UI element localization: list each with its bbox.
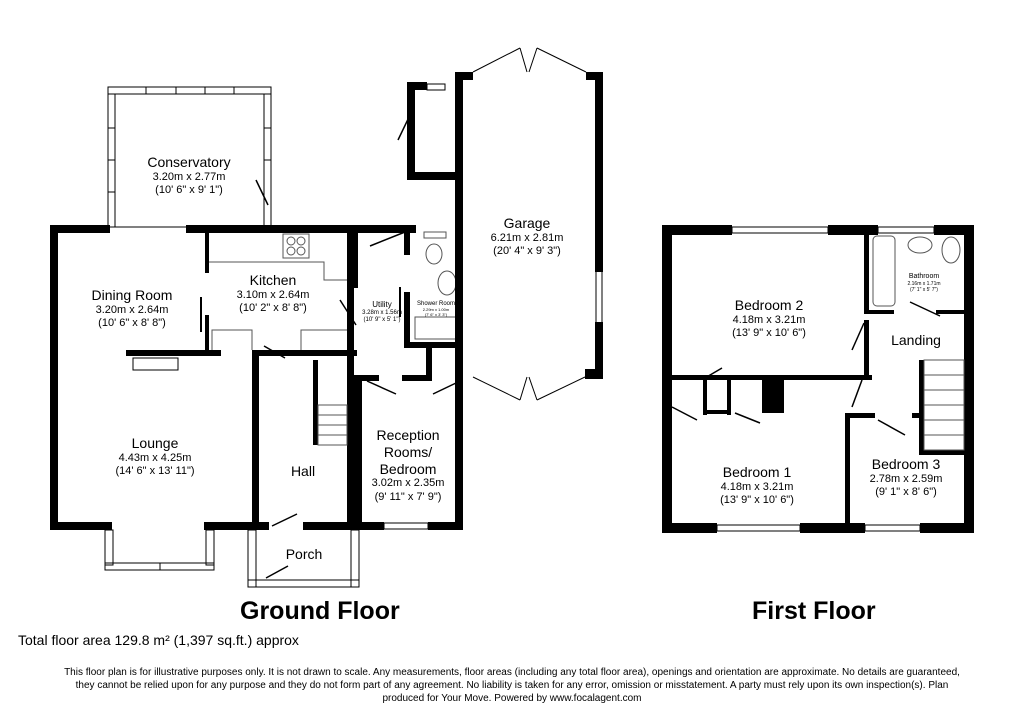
room-name: Hall	[290, 463, 316, 479]
room-dimensions-imperial: (7' 6" x 3' 3")	[424, 311, 448, 317]
room-name: Kitchen	[249, 272, 297, 288]
room-dimensions-metric: 2.78m x 2.59m	[869, 472, 943, 485]
room-dimensions-metric: 3.20m x 2.77m	[152, 170, 226, 183]
room-name: Bedroom 1	[722, 464, 792, 480]
room-dimensions-metric: 4.43m x 4.25m	[118, 451, 192, 464]
room-dimensions-imperial: (14' 6" x 13' 11")	[115, 464, 195, 477]
room-dimensions-imperial: (10' 9" x 5' 1")	[363, 316, 401, 323]
room-dimensions-metric: 4.18m x 3.21m	[720, 480, 794, 493]
total-floor-area: Total floor area 129.8 m² (1,397 sq.ft.)…	[18, 632, 299, 648]
room-label-reception-bedroom: Reception Rooms/ Bedroom 3.02m x 2.35m (…	[372, 427, 445, 504]
room-label-bedroom-1: Bedroom 1 4.18m x 3.21m (13' 9" x 10' 6"…	[720, 464, 794, 507]
room-name-line-1: Reception	[376, 427, 440, 443]
room-name: Utility	[372, 300, 392, 309]
room-dimensions-imperial: (10' 2" x 8' 8")	[239, 301, 307, 314]
room-name: Bedroom 2	[734, 297, 804, 313]
first-floor-plan	[662, 225, 974, 533]
room-label-porch: Porch	[286, 546, 323, 563]
room-label-bedroom-3: Bedroom 3 2.78m x 2.59m (9' 1" x 8' 6")	[870, 456, 943, 499]
room-label-shower-room: Shower Room 2.29m x 1.00m (7' 6" x 3' 3"…	[417, 301, 455, 318]
room-dimensions-metric: 3.02m x 2.35m	[371, 477, 445, 490]
room-dimensions-imperial: (13' 9" x 10' 6")	[732, 326, 806, 339]
room-name-line-2: Rooms/	[383, 443, 433, 460]
disclaimer-line-3: produced for Your Move. Powered by www.f…	[382, 693, 642, 704]
room-label-hall: Hall	[291, 463, 315, 480]
disclaimer-line-2: they cannot be relied upon for any purpo…	[75, 680, 949, 691]
room-label-bathroom: Bathroom 2.16m x 1.71m (7' 1" x 5' 7")	[907, 273, 940, 293]
room-name: Lounge	[131, 435, 179, 451]
room-dimensions-imperial: (9' 11" x 7' 9")	[374, 490, 442, 503]
room-dimensions-metric: 2.16m x 1.71m	[907, 281, 941, 288]
room-name: Porch	[285, 546, 323, 562]
room-label-landing: Landing	[891, 332, 941, 349]
disclaimer: This floor plan is for illustrative purp…	[0, 666, 1024, 705]
room-label-lounge: Lounge 4.43m x 4.25m (14' 6" x 13' 11")	[115, 435, 194, 478]
room-dimensions-imperial: (10' 6" x 9' 1")	[155, 183, 223, 196]
room-dimensions-metric: 6.21m x 2.81m	[490, 231, 564, 244]
room-dimensions-imperial: (13' 9" x 10' 6")	[720, 493, 794, 506]
room-name-line-3: Bedroom	[379, 460, 437, 477]
room-dimensions-metric: 2.29m x 1.00m	[422, 307, 450, 313]
room-dimensions-metric: 3.10m x 2.64m	[236, 288, 310, 301]
room-name: Garage	[503, 215, 551, 231]
room-label-garage: Garage 6.21m x 2.81m (20' 4" x 9' 3")	[491, 215, 564, 258]
room-name: Conservatory	[147, 154, 231, 170]
room-dimensions-imperial: (10' 6" x 8' 8")	[98, 316, 166, 329]
room-label-bedroom-2: Bedroom 2 4.18m x 3.21m (13' 9" x 10' 6"…	[732, 297, 806, 340]
room-name: Landing	[891, 332, 941, 348]
room-name: Shower Room	[416, 301, 456, 307]
disclaimer-line-1: This floor plan is for illustrative purp…	[64, 667, 960, 678]
ground-floor-title: Ground Floor	[240, 597, 400, 625]
room-label-kitchen: Kitchen 3.10m x 2.64m (10' 2" x 8' 8")	[237, 272, 310, 315]
room-name: Dining Room	[91, 287, 173, 303]
room-dimensions-imperial: (9' 1" x 8' 6")	[875, 485, 937, 498]
room-name: Bathroom	[908, 273, 940, 280]
room-label-dining-room: Dining Room 3.20m x 2.64m (10' 6" x 8' 8…	[92, 287, 173, 330]
room-name: Bedroom 3	[871, 456, 941, 472]
room-dimensions-metric: 3.28m x 1.56m	[362, 309, 402, 316]
room-dimensions-metric: 4.18m x 3.21m	[732, 313, 806, 326]
room-label-conservatory: Conservatory 3.20m x 2.77m (10' 6" x 9' …	[147, 154, 230, 197]
ground-floor-plan	[50, 47, 603, 588]
room-label-utility: Utility 3.28m x 1.56m (10' 9" x 5' 1")	[362, 300, 402, 324]
room-dimensions-imperial: (20' 4" x 9' 3")	[493, 244, 561, 257]
first-floor-title: First Floor	[752, 597, 876, 625]
room-dimensions-metric: 3.20m x 2.64m	[95, 303, 169, 316]
room-dimensions-imperial: (7' 1" x 5' 7")	[910, 287, 938, 294]
